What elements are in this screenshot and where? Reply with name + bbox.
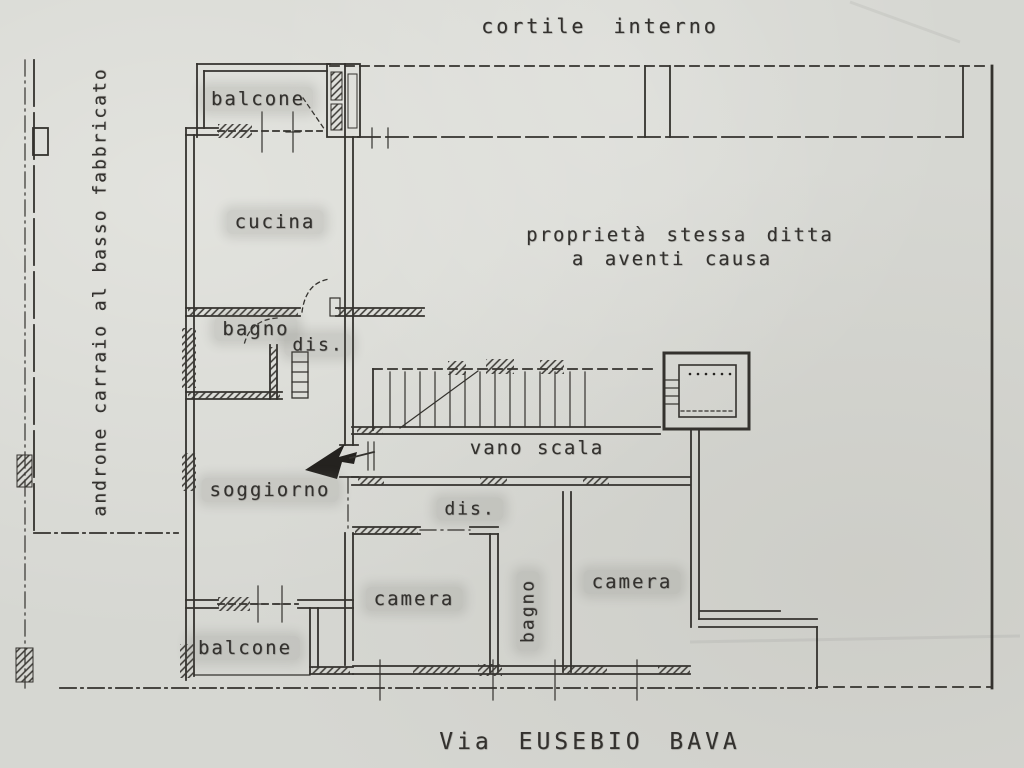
label-balcone-bottom: balcone — [189, 636, 301, 660]
bathroom-walls — [185, 317, 309, 400]
street-label: Via EUSEBIO BAVA — [439, 729, 741, 755]
label-camera-bottom-left: camera — [365, 587, 463, 611]
corridor-walls — [351, 426, 691, 486]
staircase — [372, 359, 659, 431]
right-boundary-wall — [690, 64, 994, 690]
property-note-line2: a aventi causa — [571, 248, 773, 270]
balcony-bottom-walls — [194, 607, 354, 676]
label-soggiorno: soggiorno — [201, 478, 339, 502]
label-bagno-bottom: bagno — [516, 570, 540, 652]
lower-rooms-walls — [352, 491, 691, 676]
entrance-arrow-icon — [305, 441, 376, 479]
label-cucina: cucina — [226, 210, 324, 234]
label-dis-bottom: dis. — [436, 497, 504, 521]
label-camera-bottom-right: camera — [583, 570, 681, 594]
courtyard-gallery — [329, 65, 991, 149]
livingroom-wall — [185, 585, 354, 623]
central-spine-wall — [339, 136, 359, 666]
kitchen-wall — [185, 278, 425, 317]
shaft-box — [326, 63, 361, 138]
label-vano-scala: vano scala — [469, 437, 605, 459]
apartment-left-wall — [180, 127, 196, 681]
property-note-line1: proprietà stessa ditta — [526, 224, 834, 246]
left-boundary-lines — [15, 59, 179, 689]
label-balcone-top: balcone — [202, 87, 314, 111]
courtyard-title: cortile interno — [481, 14, 719, 38]
elevator — [662, 351, 751, 431]
balcony-top-walls — [185, 63, 331, 153]
left-margin-label: androne carraio al basso fabbricato — [89, 67, 111, 517]
label-bagno-top: bagno — [214, 317, 298, 341]
paper-creases — [689, 0, 1021, 644]
label-dis-top: dis. — [284, 333, 352, 357]
